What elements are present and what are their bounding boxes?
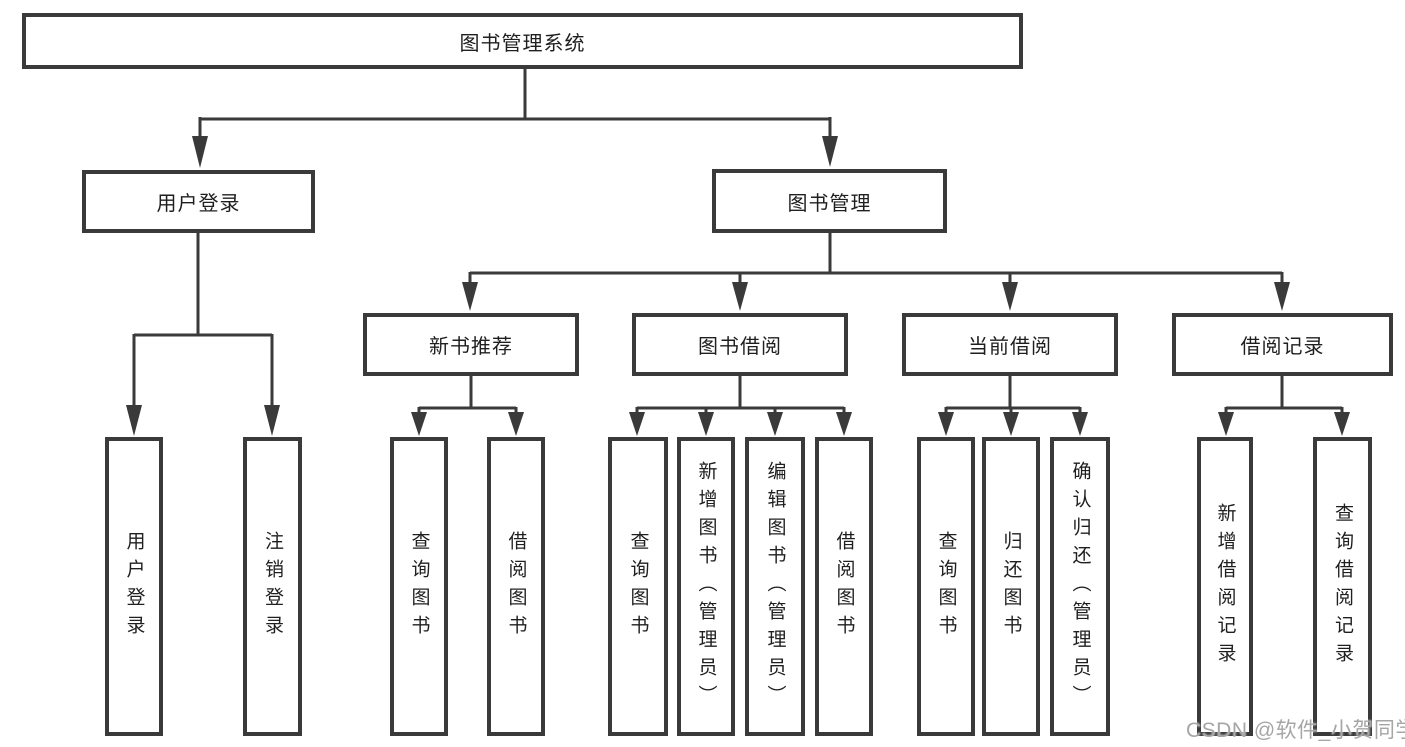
arrowhead-icon (767, 412, 783, 436)
arrowhead-icon (126, 405, 142, 436)
arrowhead-icon (629, 412, 645, 436)
leaf-logout: 注销登录 (243, 437, 302, 736)
connector-line (944, 376, 1082, 414)
watermark: CSDN @软件_小贺同学 (1186, 719, 1405, 742)
connector-line (417, 376, 518, 414)
arrowhead-icon (264, 405, 280, 436)
leaf-edit-book-admin: 编辑图书（管理员） (745, 437, 805, 736)
node-label: 新增借阅记录 (1214, 502, 1236, 671)
node-book-management: 图书管理 (712, 169, 947, 233)
arrowhead-icon (698, 412, 714, 436)
node-label: 用户登录 (123, 530, 145, 643)
node-label: 借阅记录 (1240, 336, 1325, 358)
leaf-add-borrow-record: 新增借阅记录 (1197, 437, 1253, 736)
connector-line (468, 233, 1284, 284)
arrowhead-icon (508, 412, 524, 436)
arrowhead-icon (411, 412, 427, 436)
leaf-query-books-2: 查询图书 (608, 437, 668, 736)
node-label: 当前借阅 (968, 336, 1052, 358)
node-label: 图书管理 (787, 192, 872, 215)
arrowhead-icon (192, 136, 208, 168)
arrowhead-icon (1274, 282, 1290, 311)
leaf-user-login: 用户登录 (105, 437, 163, 736)
leaf-confirm-return-admin: 确认归还（管理员） (1050, 437, 1110, 736)
node-book-borrow: 图书借阅 (632, 313, 848, 376)
connector-line (1224, 376, 1344, 414)
node-label: 查询图书 (627, 530, 649, 643)
node-label: 图书管理系统 (459, 32, 586, 55)
leaf-query-books-3: 查询图书 (917, 437, 975, 736)
leaf-borrow-books-2: 借阅图书 (815, 437, 873, 736)
node-library-management-system: 图书管理系统 (22, 13, 1023, 69)
arrowhead-icon (1334, 412, 1350, 436)
connector-line (198, 68, 832, 140)
node-label: 借阅图书 (505, 530, 527, 643)
node-label: 编辑图书（管理员） (764, 460, 786, 713)
node-label: 查询图书 (935, 530, 957, 643)
leaf-add-book-admin: 新增图书（管理员） (677, 437, 735, 736)
node-current-borrow: 当前借阅 (902, 313, 1118, 376)
node-label: 注销登录 (262, 530, 283, 643)
node-new-book-recommend: 新书推荐 (363, 313, 579, 376)
arrowhead-icon (822, 136, 838, 167)
connector-line (635, 376, 846, 414)
leaf-return-books: 归还图书 (982, 437, 1040, 736)
node-user-login: 用户登录 (82, 170, 315, 233)
arrowhead-icon (732, 282, 748, 311)
node-label: 查询图书 (408, 530, 430, 643)
arrowhead-icon (836, 412, 852, 436)
node-label: 图书借阅 (698, 336, 782, 358)
node-borrow-records: 借阅记录 (1172, 313, 1393, 376)
arrowhead-icon (938, 412, 954, 436)
node-label: 确认归还（管理员） (1069, 460, 1091, 713)
node-label: 查询借阅记录 (1332, 502, 1353, 671)
connector-line (132, 233, 274, 410)
node-label: 用户登录 (156, 193, 241, 215)
leaf-query-books-1: 查询图书 (390, 437, 448, 736)
node-label: 新书推荐 (429, 336, 513, 358)
leaf-borrow-books-1: 借阅图书 (487, 437, 545, 736)
node-label: 归还图书 (1000, 530, 1022, 643)
leaf-query-borrow-record: 查询借阅记录 (1313, 437, 1372, 736)
arrowhead-icon (1072, 412, 1088, 436)
arrowhead-icon (1218, 412, 1234, 436)
node-label: 借阅图书 (833, 530, 855, 643)
arrowhead-icon (462, 282, 478, 311)
arrowhead-icon (1003, 412, 1019, 436)
arrowhead-icon (1002, 282, 1018, 311)
node-label: 新增图书（管理员） (695, 460, 717, 713)
